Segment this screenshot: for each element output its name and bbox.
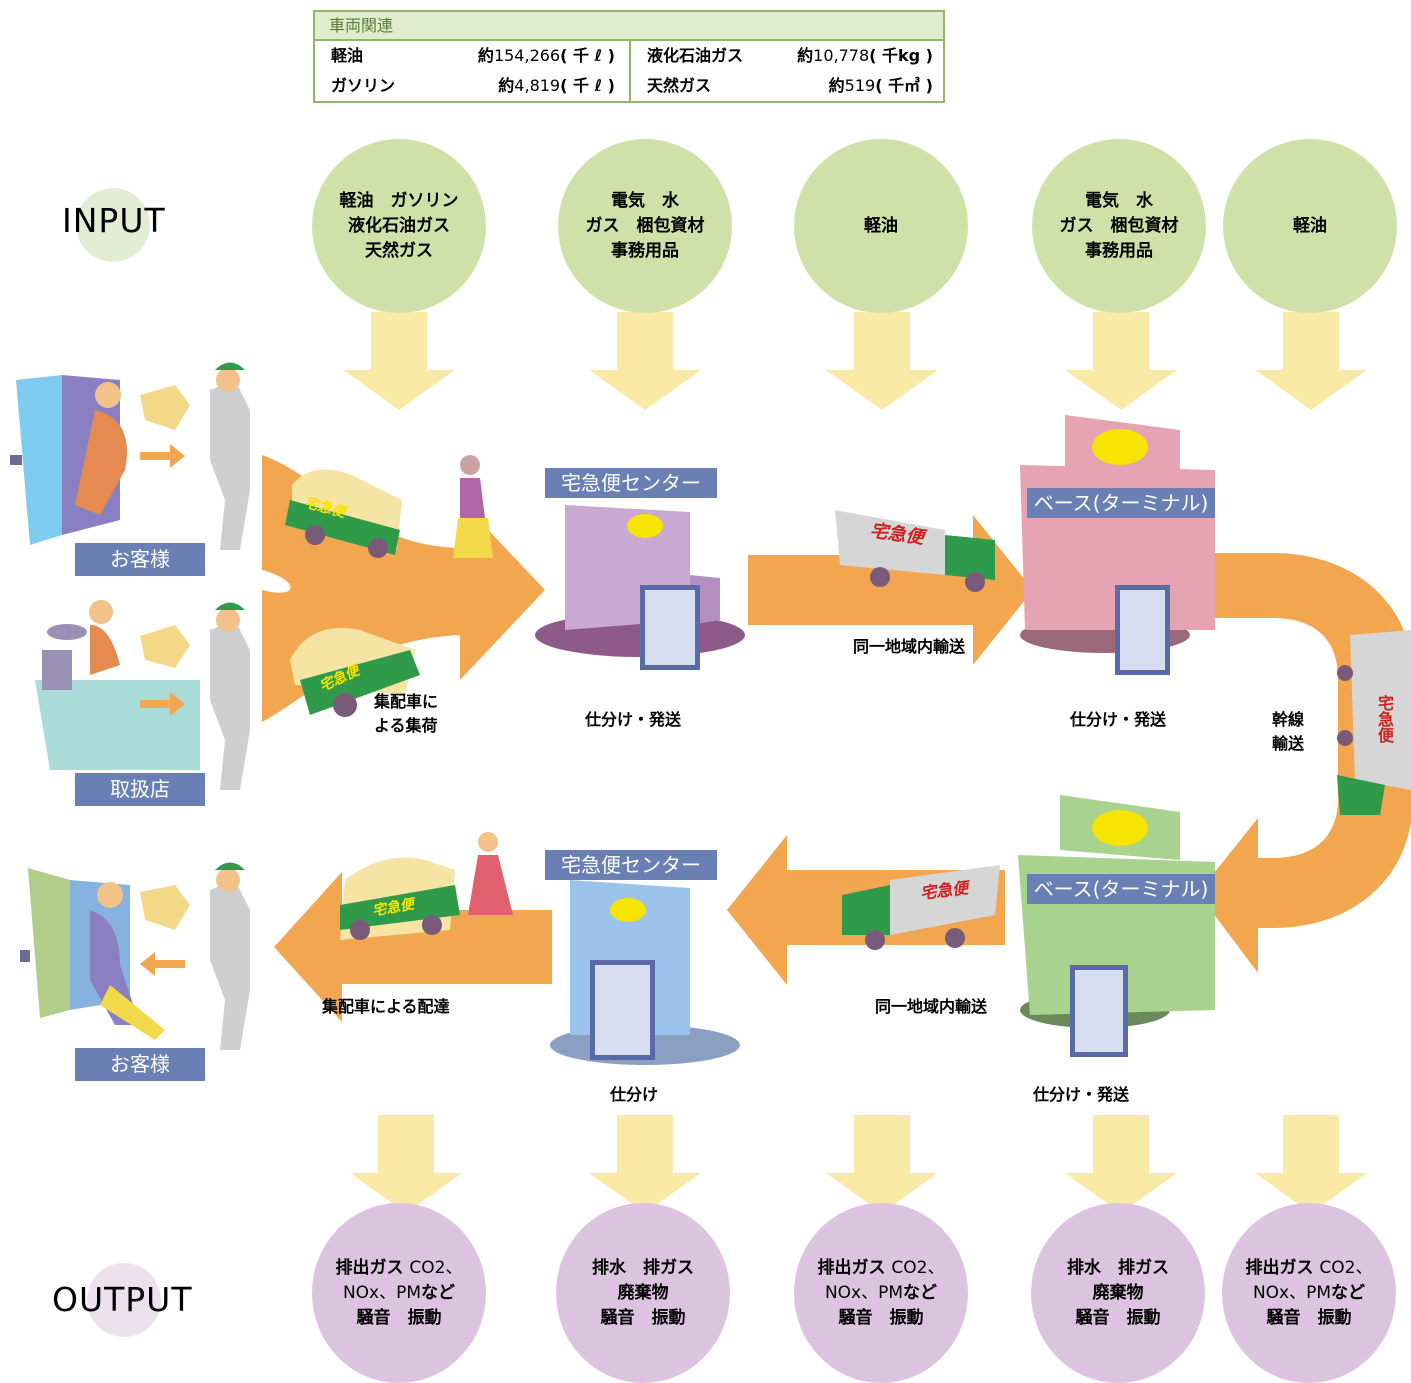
fuel-label: ガソリン xyxy=(331,76,396,95)
pickup-caption: 集配車に よる集荷 xyxy=(374,692,439,735)
down-arrow xyxy=(826,312,938,410)
down-arrow xyxy=(589,1115,701,1213)
table-row: 軽油 約154,266( 千 ℓ ) 液化石油ガス 約10,778( 千kg ) xyxy=(315,41,943,71)
fuel-value: 約10,778( 千kg ) xyxy=(797,46,933,65)
vehicle-table-title: 車両関連 xyxy=(315,12,943,41)
sort-send-caption: 仕分け・発送 xyxy=(585,710,682,729)
input-label: INPUT xyxy=(62,201,166,240)
shop-counter xyxy=(35,600,200,770)
output-circle: 排水 排ガス廃棄物騒音 振動 xyxy=(1031,1203,1205,1383)
input-circle: 軽油 ガソリン 液化石油ガス 天然ガス xyxy=(312,139,486,313)
center-bottom-label: 宅急便センター xyxy=(545,850,717,880)
truck-trunk xyxy=(1337,630,1411,815)
pickup-van-top xyxy=(285,469,402,558)
vehicle-fuel-table: 車両関連 軽油 約154,266( 千 ℓ ) 液化石油ガス 約10,778( … xyxy=(313,10,945,103)
staff-person xyxy=(210,880,250,1050)
down-arrow xyxy=(589,312,701,410)
base-top-label: ベース(ターミナル) xyxy=(1027,488,1215,518)
center-top-label: 宅急便センター xyxy=(545,468,717,498)
output-down-arrows xyxy=(350,1115,1367,1213)
table-row: ガソリン 約4,819( 千 ℓ ) 天然ガス 約519( 千㎥ ) xyxy=(315,71,943,101)
trunk-transport-caption: 幹線 輸送 xyxy=(1272,710,1305,753)
fuel-label: 液化石油ガス xyxy=(647,46,744,65)
delivery-van-bottom xyxy=(340,857,460,940)
output-circle: 排出ガス CO2、NOx、PMなど騒音 振動 xyxy=(1222,1203,1396,1383)
input-down-arrows xyxy=(343,312,1367,410)
output-label-circle xyxy=(87,1263,161,1337)
fuel-label: 天然ガス xyxy=(647,76,712,95)
delivery-center-top xyxy=(535,505,745,670)
delivery-arrow xyxy=(274,872,552,1022)
pedestrian-woman-top xyxy=(453,455,493,558)
sort-send-caption: 仕分け・発送 xyxy=(1070,710,1167,729)
down-arrow xyxy=(1065,1115,1177,1213)
truck-local-bottom xyxy=(842,865,1000,950)
customer-door-top xyxy=(10,375,190,545)
staff-person xyxy=(210,380,250,550)
truck-local-top xyxy=(835,510,995,592)
base-terminal-bottom xyxy=(1018,795,1215,1057)
local-transport-arrow-top xyxy=(748,515,1033,665)
fuel-label: 軽油 xyxy=(331,46,364,65)
down-arrow xyxy=(1065,312,1177,410)
customer-door-bottom xyxy=(20,868,190,1040)
staff-person xyxy=(210,620,250,790)
input-label-circle xyxy=(76,188,150,262)
input-circle: 電気 水 ガス 梱包資材 事務用品 xyxy=(558,139,732,313)
output-label: OUTPUT xyxy=(52,1280,193,1319)
down-arrow xyxy=(1255,1115,1367,1213)
input-circle: 軽油 xyxy=(794,139,968,313)
local-transport-caption: 同一地域内輸送 xyxy=(875,997,988,1016)
pickup-van-bottom xyxy=(290,628,420,717)
sort-send-caption: 仕分け・発送 xyxy=(1033,1085,1130,1104)
down-arrow xyxy=(1255,312,1367,410)
down-arrow xyxy=(343,312,455,410)
input-circle: 電気 水 ガス 梱包資材 事務用品 xyxy=(1032,139,1206,313)
fuel-value: 約519( 千㎥ ) xyxy=(828,76,933,95)
sort-caption: 仕分け xyxy=(610,1085,659,1104)
down-arrow xyxy=(826,1115,938,1213)
table-divider xyxy=(629,41,631,101)
customer-bottom-label: お客様 xyxy=(75,1048,205,1081)
output-circle: 排出ガス CO2、NOx、PMなど騒音 振動 xyxy=(794,1203,968,1383)
customer-top-label: お客様 xyxy=(75,543,205,576)
down-arrow xyxy=(350,1115,462,1213)
output-circle: 排出ガス CO2、NOx、PMなど騒音 振動 xyxy=(312,1203,486,1383)
fuel-value: 約154,266( 千 ℓ ) xyxy=(477,46,615,65)
base-terminal-top xyxy=(1020,415,1215,675)
fuel-value: 約4,819( 千 ℓ ) xyxy=(498,76,615,95)
shop-label: 取扱店 xyxy=(75,773,205,806)
pedestrian-woman-bottom xyxy=(468,832,513,915)
base-bottom-label: ベース(ターミナル) xyxy=(1027,874,1215,904)
delivery-center-bottom xyxy=(550,880,740,1065)
input-circle: 軽油 xyxy=(1223,139,1397,313)
delivery-staff xyxy=(210,362,250,1050)
output-circle: 排水 排ガス廃棄物騒音 振動 xyxy=(556,1203,730,1383)
local-transport-caption: 同一地域内輸送 xyxy=(853,637,966,656)
delivery-caption: 集配車による配達 xyxy=(322,997,450,1016)
truck-logo-text: 宅急便 xyxy=(1375,695,1394,743)
